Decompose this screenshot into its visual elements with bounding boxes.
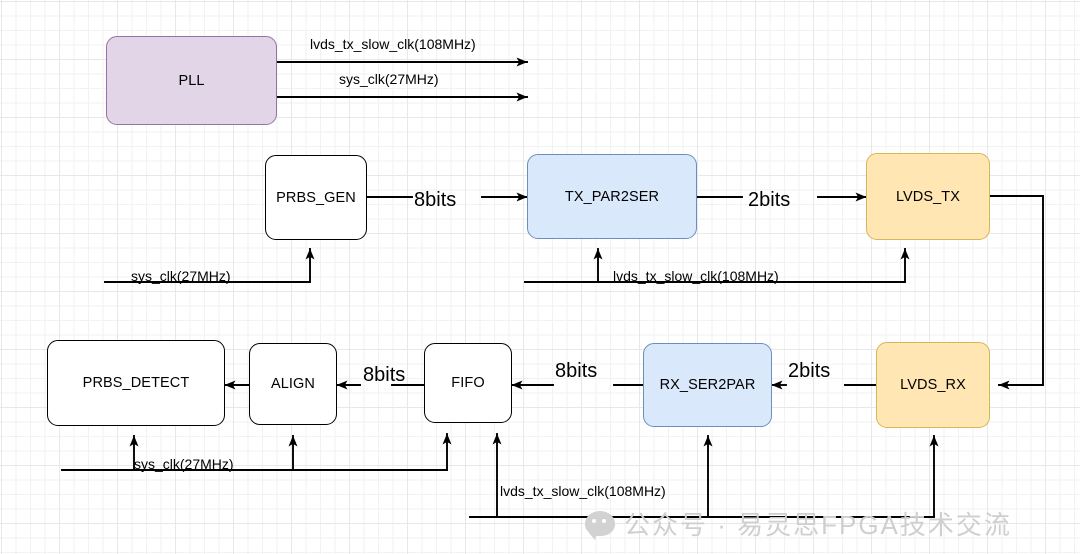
edge-label-clk-row2-fast: lvds_tx_slow_clk(108MHz) (613, 268, 779, 284)
node-pll[interactable]: PLL (106, 36, 277, 125)
node-align[interactable]: ALIGN (249, 343, 337, 425)
edge-label-lvdsrx-to-rx: 2bits (788, 360, 831, 382)
edge-label-clk-row3-fast: lvds_tx_slow_clk(108MHz) (500, 483, 666, 499)
node-tx-par2ser-label: TX_PAR2SER (564, 188, 660, 205)
node-prbs-gen[interactable]: PRBS_GEN (265, 155, 367, 240)
node-fifo[interactable]: FIFO (424, 343, 512, 423)
node-lvds-tx-label: LVDS_TX (895, 188, 961, 205)
node-align-label: ALIGN (270, 376, 315, 392)
node-rx-ser2par-label: RX_SER2PAR (659, 377, 756, 393)
node-lvds-tx[interactable]: LVDS_TX (866, 153, 990, 240)
node-lvds-rx-label: LVDS_RX (900, 377, 966, 393)
edge-label-gen-to-par2ser: 8bits (414, 189, 457, 211)
edge-sysclk-to-prbsgen (104, 248, 315, 283)
node-pll-label: PLL (178, 72, 205, 89)
edge-label-pll-sysclk: sys_clk(27MHz) (339, 71, 439, 87)
edge-label-par2ser-to-lvdstx: 2bits (748, 189, 791, 211)
node-prbs-detect-label: PRBS_DETECT (82, 375, 190, 391)
edge-lvdstx-to-lvdsrx (989, 195, 1044, 390)
node-rx-ser2par[interactable]: RX_SER2PAR (643, 343, 772, 427)
node-lvds-rx[interactable]: LVDS_RX (876, 342, 990, 428)
edge-label-rx-to-fifo: 8bits (555, 360, 598, 382)
node-prbs-detect[interactable]: PRBS_DETECT (47, 340, 225, 426)
edge-label-pll-fastclk: lvds_tx_slow_clk(108MHz) (310, 36, 476, 52)
node-tx-par2ser[interactable]: TX_PAR2SER (527, 154, 697, 239)
edge-label-clk-row3-sys: sys_clk(27MHz) (134, 456, 234, 472)
node-fifo-label: FIFO (451, 375, 485, 391)
edge-label-fifo-to-align: 8bits (363, 364, 406, 386)
edge-label-clk-row2-sys: sys_clk(27MHz) (131, 268, 231, 284)
node-prbs-gen-label: PRBS_GEN (276, 189, 356, 206)
